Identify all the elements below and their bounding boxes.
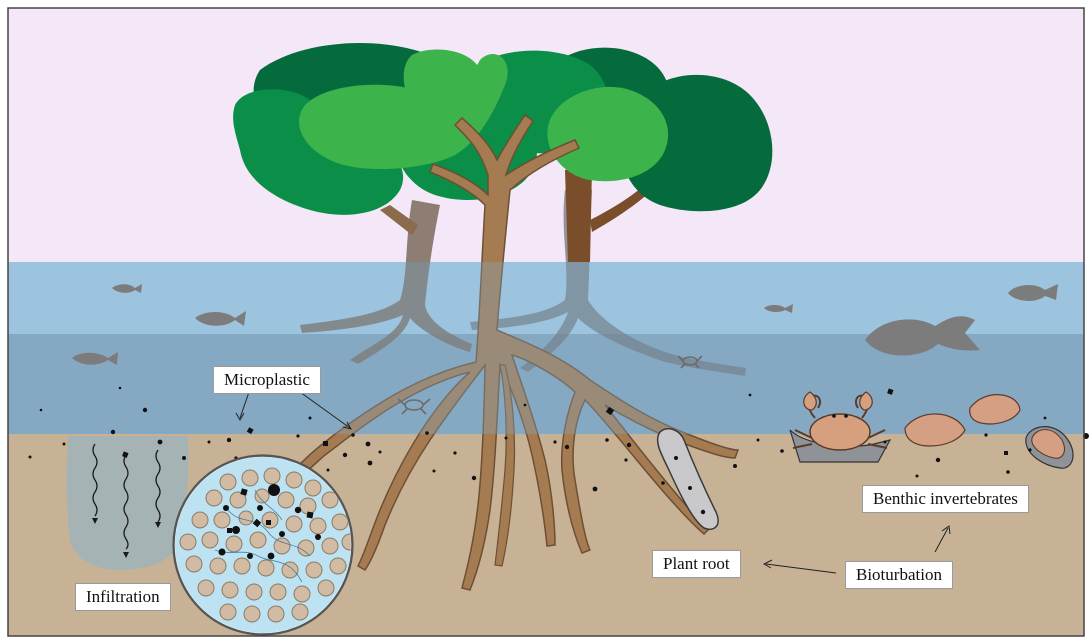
bioturbation-label: Bioturbation (845, 561, 953, 589)
infiltration-zone (67, 436, 189, 570)
infiltration-label: Infiltration (75, 583, 171, 611)
plant-root-label: Plant root (652, 550, 741, 578)
microplastic-label: Microplastic (213, 366, 321, 394)
benthic-invertebrates-label: Benthic invertebrates (862, 485, 1029, 513)
